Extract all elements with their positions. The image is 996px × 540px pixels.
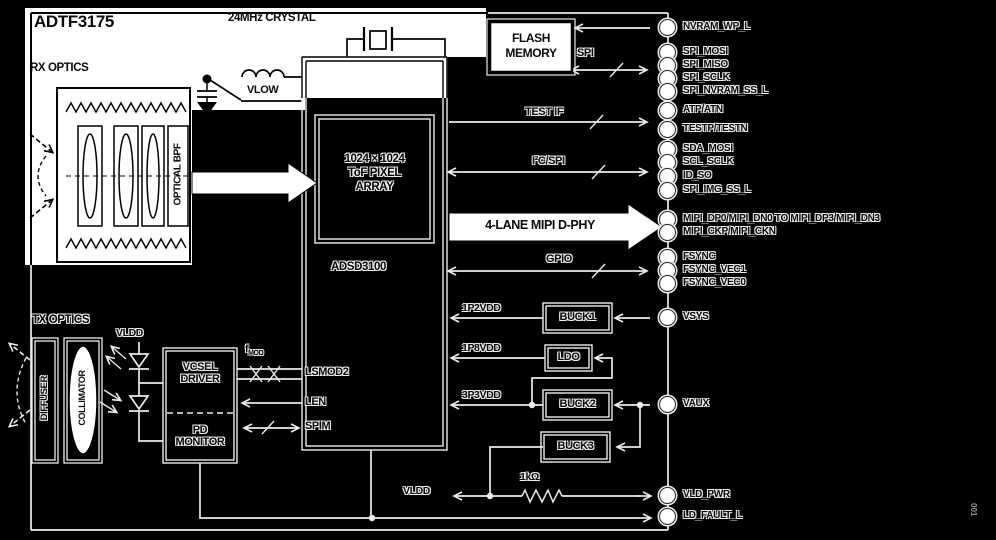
pin-label: VAUX: [683, 398, 709, 409]
pin-circle: [659, 102, 676, 119]
pin-label: VSYS: [683, 311, 709, 322]
spim-label: SPIM: [305, 420, 331, 432]
rx-optics-label: RX OPTICS: [30, 62, 89, 74]
lens-thread-top: [65, 101, 187, 114]
switch-symbol: [209, 79, 242, 101]
pin-circle: [659, 121, 676, 138]
vldd-top-label: VLDD: [116, 327, 143, 339]
pin-label: SDA_MOSI: [683, 143, 733, 154]
resistor-symbol: [521, 488, 563, 504]
ldo-label: LDO: [557, 351, 580, 363]
crystal-label: 24MHz CRYSTAL: [228, 12, 316, 24]
gpio-label: GPIO: [546, 253, 572, 265]
ldo-input-wire: [531, 353, 613, 403]
vcsel-diode: [128, 353, 150, 369]
lsmod2-label: LSMOD2: [305, 366, 349, 378]
buck3-output-wire: [489, 446, 543, 496]
pin-circle: [659, 275, 676, 292]
pin-label: ATP/ATN: [683, 104, 723, 115]
collimator-lens: [68, 345, 98, 455]
pin-label: FSYNC_VEC1: [683, 264, 746, 275]
pin-label: ID_SO: [683, 170, 712, 181]
paper-patch: [25, 8, 486, 265]
figure-code: 001: [969, 503, 978, 517]
pin-label: MIPI_DP0/MIPI_DN0 TO MIPI_DP3/MIPI_DN3: [683, 213, 880, 224]
spi-bus-label: SPI: [577, 47, 594, 59]
rx-light-arrow: [29, 198, 55, 219]
pin-label: SPI_MISO: [683, 59, 728, 70]
page-title: ADTF3175: [34, 12, 114, 31]
resistor-label: 1kΩ: [520, 471, 539, 483]
pin-label: MIPI_CKP/MIPI_CKN: [683, 226, 776, 237]
optical-bpf-label: OPTICAL BPF: [172, 143, 184, 206]
pin-label: SPI_NVRAM_SS_L: [683, 85, 768, 96]
pin-label: FSYNC: [683, 251, 716, 262]
mipi-label: 4-LANE MIPI D-PHY: [485, 218, 595, 232]
pin-circle: [659, 182, 676, 199]
pin-label: SPI_IMG_SS_L: [683, 184, 751, 195]
pin-circle: [659, 508, 676, 525]
len-label: LEN: [305, 396, 326, 408]
tx-light-arrow: [7, 342, 31, 361]
pin-circle: [659, 396, 676, 413]
pin-label: FSYNC_VEC0: [683, 277, 746, 288]
collimator-label: COLLIMATOR: [77, 370, 88, 426]
ground-symbol: [197, 102, 217, 116]
crystal-symbol: [369, 30, 387, 50]
rx-fov-arc: [37, 155, 47, 197]
diffuser-box: [31, 337, 59, 464]
tx-light-arrow: [7, 409, 31, 428]
optical-path-arrow: [191, 162, 318, 204]
pin-label: SPI_MOSI: [683, 46, 728, 57]
collimator-box: [63, 337, 103, 464]
buck2-label: BUCK2: [559, 398, 596, 410]
pixel-array-box: [314, 114, 435, 244]
pin-label: LD_FAULT_L: [683, 510, 743, 521]
buck1-label: BUCK1: [559, 311, 596, 323]
pin-label: VLD_PWR: [683, 489, 730, 500]
pin-label: SPI_SCLK: [683, 72, 730, 83]
pin-label: NVRAM_WP_L: [683, 21, 751, 32]
pin-label: SCL_SCLK: [683, 156, 734, 167]
photodiode: [128, 395, 150, 411]
test-if-label: TEST IF: [525, 106, 564, 118]
inductor-symbol: [241, 69, 285, 78]
pin-circle: [659, 224, 676, 241]
tx-optics-label: TX OPTICS: [32, 314, 90, 326]
flash-memory-box: [488, 20, 574, 74]
asic-box: [301, 56, 448, 451]
rail-1p2-label: 1P2VDD: [462, 302, 501, 314]
buck3-input-wire: [615, 405, 641, 452]
i2c-spi-label: I²C/SPI: [532, 155, 565, 167]
fmod-label: fMOD: [245, 343, 264, 358]
rail-3p3-label: 3P3VDD: [462, 389, 501, 401]
mipi-block-arrow: [448, 203, 663, 251]
rail-1p8-label: 1P8VDD: [462, 342, 501, 354]
rx-optics-box: [56, 87, 191, 263]
pin-circle: [659, 83, 676, 100]
buck3-label: BUCK3: [557, 440, 594, 452]
diffuser-label: DIFFUSER: [38, 376, 50, 421]
pin-circle: [659, 19, 676, 36]
asic-name-label: ADSD3100: [331, 261, 386, 273]
rx-light-arrow: [29, 133, 55, 154]
lens-thread-bottom: [65, 237, 187, 250]
vlow-label: VLOW: [247, 84, 279, 96]
pin-circle: [659, 487, 676, 504]
pin-label: TESTP/TESTN: [683, 123, 748, 134]
tx-fov-arc: [16, 357, 27, 425]
vldd-bottom-label: VLDD: [403, 485, 430, 497]
pin-circle: [659, 309, 676, 326]
ld-fault-wire: [199, 463, 638, 519]
